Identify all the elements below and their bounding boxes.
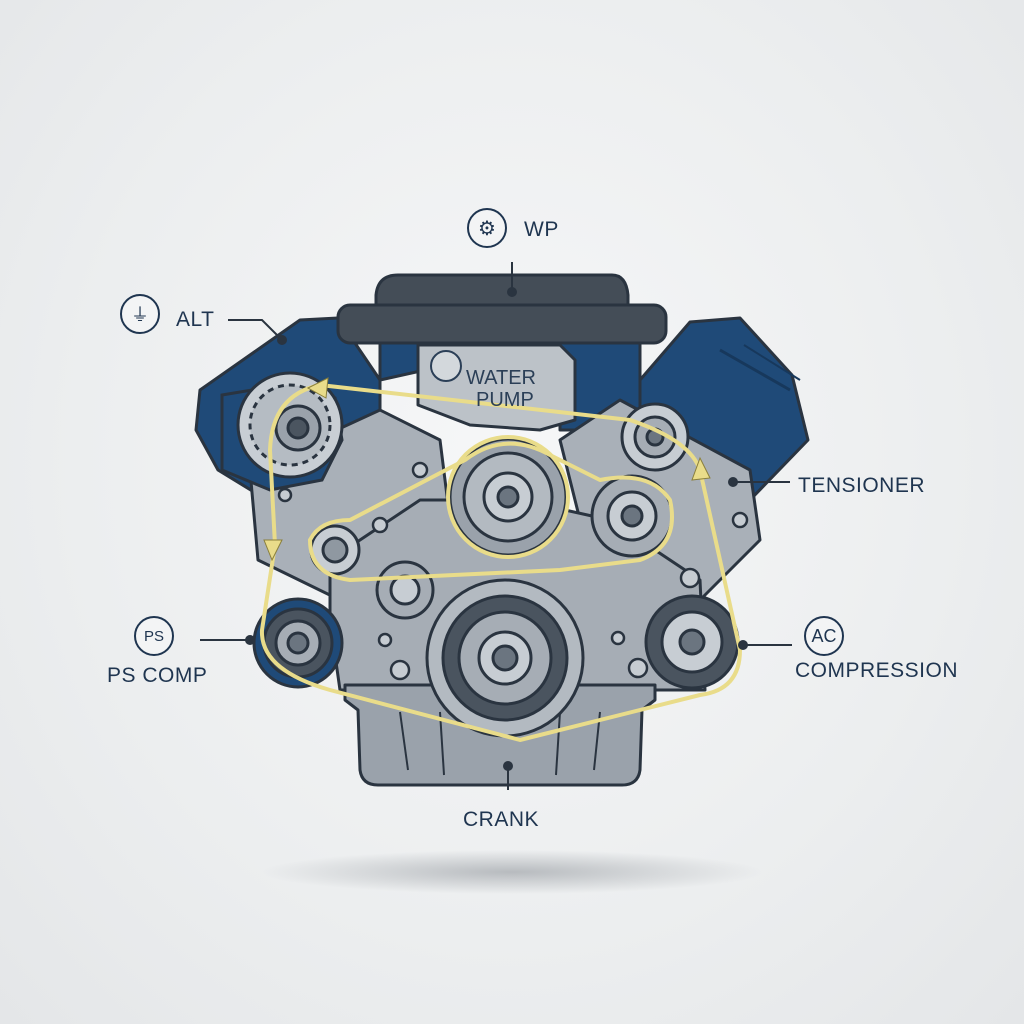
alternator (220, 371, 344, 492)
belt-wrap-water-pump (446, 435, 570, 559)
serpentine-belt (259, 383, 742, 742)
ac-badge: AC (804, 616, 844, 656)
label-pump: PUMP (476, 389, 534, 411)
valve-cover-top (374, 273, 630, 307)
water-pump-pulley (448, 437, 568, 557)
idler-pulley-left (309, 524, 361, 576)
tensioner-pulley (620, 402, 690, 472)
ac-badge-text: AC (811, 625, 837, 646)
alternator-badge: ⏚ (120, 294, 160, 334)
arrow-right-up (691, 456, 711, 481)
small-idler-pulley (375, 560, 435, 620)
floor-shadow (262, 850, 762, 894)
crank-pulley (425, 578, 585, 738)
belt-outer-loop (259, 383, 742, 742)
water-pump-chip-icon (430, 350, 462, 382)
ac-compressor-pulley (644, 594, 740, 690)
label-alt: ALT (176, 308, 215, 331)
belt-direction-arrows (263, 377, 711, 562)
gear-icon: ⚙ (478, 217, 496, 240)
label-ps-comp: PS COMP (107, 664, 208, 687)
label-crank: CRANK (463, 808, 540, 831)
belt-inner-loop (308, 441, 674, 582)
leader-lines (200, 262, 792, 790)
label-compression: COMPRESSION (795, 659, 959, 682)
ps-badge: PS (134, 616, 174, 656)
valve-cover-rail (336, 303, 668, 345)
water-pump-badge: ⚙ (467, 208, 507, 248)
arrow-left-down (263, 539, 283, 562)
label-water: WATER (466, 367, 536, 389)
label-wp: WP (524, 218, 559, 241)
engine-bolts (277, 461, 749, 681)
ps-badge-text: PS (143, 627, 164, 645)
arrow-top-left (306, 377, 329, 399)
power-steering-pulley (252, 597, 344, 689)
label-tensioner: TENSIONER (798, 474, 926, 497)
alternator-icon: ⏚ (131, 305, 149, 325)
